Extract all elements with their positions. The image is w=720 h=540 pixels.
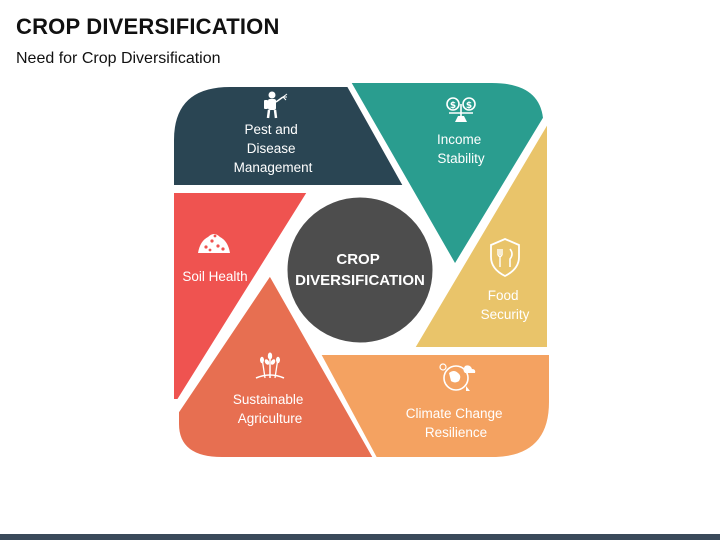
segment-income-stability: $ $ Income Stability	[349, 81, 545, 266]
center-label-line: DIVERSIFICATION	[295, 272, 425, 289]
money-scale-icon: $ $	[446, 97, 476, 122]
segment-label-line: Food	[488, 288, 519, 303]
page-title: CROP DIVERSIFICATION	[16, 14, 280, 39]
svg-text:Sustainable Agriculture: Sustainable Agriculture	[233, 392, 307, 426]
page-subtitle: Need for Crop Diversification	[16, 50, 221, 67]
segment-label-line: Income	[437, 132, 481, 147]
soil-pile-icon	[198, 234, 230, 253]
sprayer-person-icon	[264, 91, 288, 119]
segment-climate-change-resilience: Climate Change Resilience	[319, 353, 551, 459]
segment-label-line: Stability	[437, 151, 485, 166]
segment-label-line: Sustainable	[233, 392, 304, 407]
segment-soil-health: Soil Health	[172, 191, 309, 401]
svg-text:Income Stability: Income Stability	[437, 132, 485, 166]
segment-shape	[413, 121, 549, 349]
svg-text:CROP DIVERSIFICATION: CROP DIVERSIFICATION	[295, 251, 425, 289]
segment-shape	[172, 85, 405, 187]
wheat-icon	[255, 352, 285, 379]
segment-food-security: Food Security	[413, 121, 549, 349]
segment-shape	[349, 81, 545, 266]
bottom-accent-bar	[0, 534, 720, 540]
segment-shape	[319, 353, 551, 459]
svg-text:Soil Health: Soil Health	[182, 269, 247, 284]
segment-label-line: Agriculture	[238, 411, 303, 426]
climate-globe-icon	[439, 363, 476, 391]
segment-label-line: Climate Change	[406, 406, 503, 421]
segment-label-line: Disease	[247, 141, 296, 156]
svg-text:Food Security: Food Security	[481, 288, 530, 322]
segment-label-line: Soil Health	[182, 269, 247, 284]
center-circle	[284, 194, 436, 346]
segment-pest-disease-management: Pest and Disease Management	[172, 85, 405, 187]
segment-label-line: Pest and	[244, 122, 297, 137]
svg-text:$: $	[450, 101, 456, 111]
segment-label-line: Resilience	[425, 425, 487, 440]
segment-label-line: Security	[481, 307, 530, 322]
shield-fork-knife-icon	[490, 238, 520, 278]
segment-label-line: Management	[234, 160, 313, 175]
segment-shape	[177, 274, 375, 459]
center-hub: CROP DIVERSIFICATION	[284, 194, 436, 346]
center-label-line: CROP	[336, 251, 379, 268]
svg-text:$: $	[466, 101, 472, 111]
svg-text:Climate Change Resilienc: Climate Change Resilience	[406, 406, 507, 440]
segment-sustainable-agriculture: Sustainable Agriculture	[177, 274, 375, 459]
svg-text:Pest and Disease M: Pest and Disease Management	[234, 122, 313, 175]
